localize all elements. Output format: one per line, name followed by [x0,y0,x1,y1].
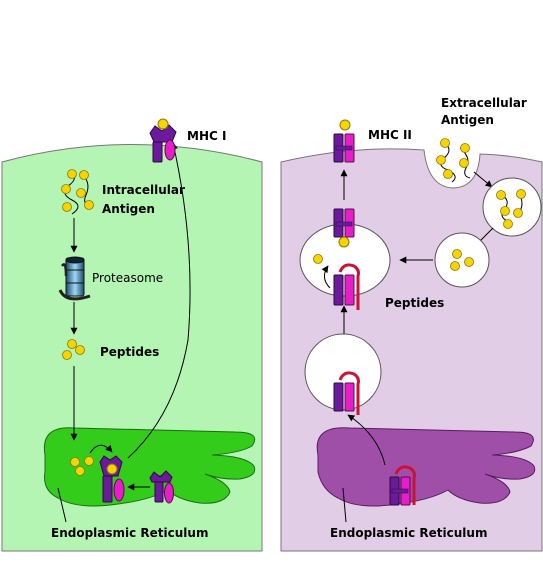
mhc-ii-er-icon [389,465,416,506]
arrow-peptide-exchange [321,265,331,289]
peptides-icon [62,339,85,360]
arrow-antigen-to-endosome [473,171,493,188]
endosome-icon [482,177,542,237]
extracellular-antigen-icon [436,138,471,183]
mhc-i-loaded-icon [99,455,125,503]
mhc-i-empty-icon [149,470,174,504]
intracellular-antigen-icon [61,169,94,215]
mhc-i-surface-icon [149,118,177,163]
arrow-peptide-loading [89,444,113,454]
er-label-right: Endoplasmic Reticulum [330,526,487,540]
intracellular-antigen-label-1: Intracellular [102,183,185,197]
fusion-vesicle-icon [299,208,391,310]
extracellular-antigen-label-2: Antigen [441,113,494,127]
left-endoplasmic-reticulum [43,427,256,507]
peptides-label-left: Peptides [100,345,159,359]
er-peptides-icon [70,456,94,476]
er-pointer-left [57,487,67,523]
arrow-er-to-vesicle [347,414,386,466]
mhc-ii-surface-icon [333,119,355,163]
er-label-left: Endoplasmic Reticulum [51,526,208,540]
lysosome-icon [434,232,490,288]
intracellular-antigen-label-2: Antigen [102,202,155,216]
mhc-ii-label: MHC II [368,128,412,142]
peptides-label-right: Peptides [385,296,444,310]
extracellular-antigen-label-1: Extracellular [441,96,527,110]
proteasome-label: Proteasome [92,271,163,285]
arrow-mhc-i-to-surface [127,142,191,459]
proteasome-icon [58,256,91,301]
mhc-i-label: MHC I [187,129,226,143]
er-pointer-right [342,487,347,523]
right-endoplasmic-reticulum [316,427,536,507]
transport-vesicle-icon [304,333,382,415]
